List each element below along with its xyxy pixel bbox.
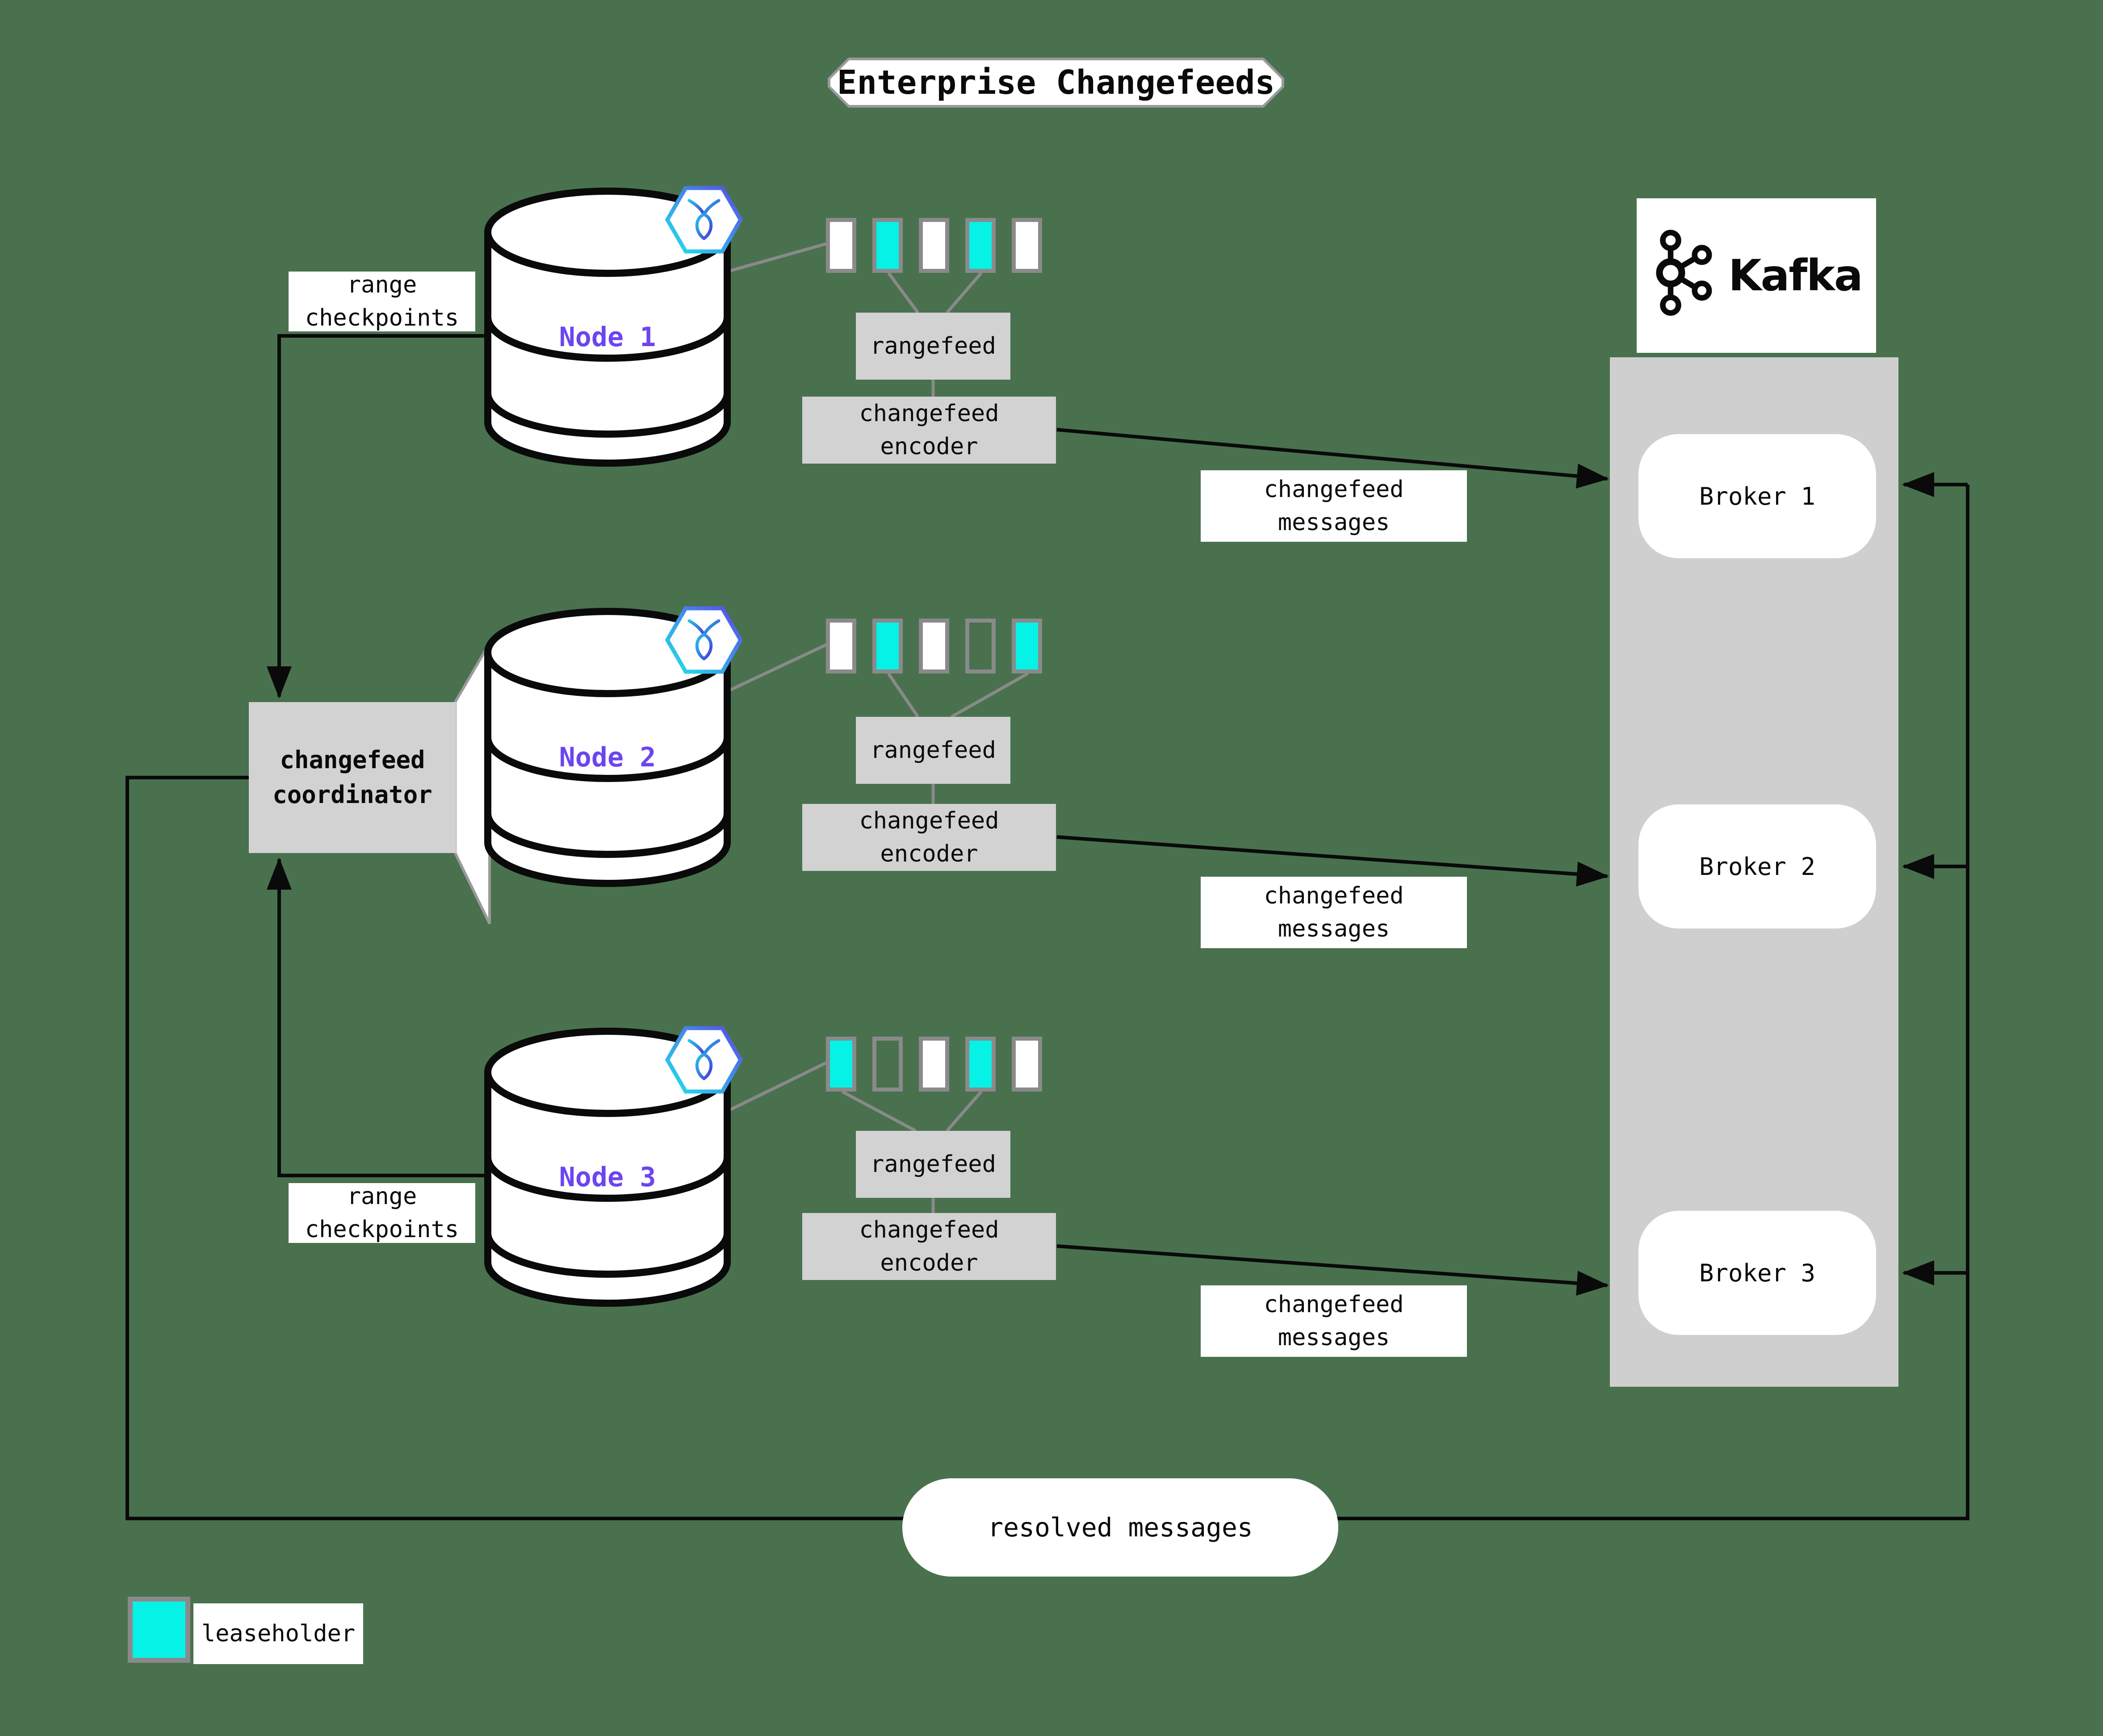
- encoder-line2: encoder: [880, 433, 978, 460]
- checkpoints-line1: range: [347, 272, 417, 298]
- kafka-logo-box: Kafka: [1637, 198, 1876, 353]
- messages-line2: messages: [1278, 1324, 1390, 1351]
- changefeed-arrow-3: [1056, 1244, 1609, 1296]
- resolved-messages-label: resolved messages: [902, 1478, 1338, 1577]
- node2-label: Node 2: [559, 742, 656, 773]
- messages-line1: changefeed: [1264, 1291, 1404, 1318]
- coordinator-line1: changefeed: [280, 746, 425, 774]
- rangefeed-box-1: rangefeed: [856, 313, 1010, 380]
- messages-line2: messages: [1278, 916, 1390, 942]
- messages-line2: messages: [1278, 509, 1390, 536]
- replica-square-leaseholder: [826, 1037, 856, 1092]
- leaseholder-legend-label: leaseholder: [193, 1603, 363, 1664]
- broker-2-box: Broker 2: [1638, 804, 1876, 929]
- broker-1-box: Broker 1: [1638, 434, 1876, 558]
- changefeed-messages-label-1: changefeed messages: [1201, 470, 1467, 542]
- node1-label: Node 1: [559, 322, 656, 353]
- messages-line1: changefeed: [1264, 883, 1404, 909]
- range-checkpoints-line-top: [267, 334, 488, 699]
- range-checkpoints-label-bottom: range checkpoints: [289, 1183, 475, 1243]
- encoder-line2: encoder: [880, 1250, 978, 1276]
- checkpoints-line2: checkpoints: [305, 305, 459, 331]
- resolved-messages-line: [126, 485, 1969, 1520]
- replica-square-white: [919, 218, 949, 273]
- diagram-title: Enterprise Changefeeds: [830, 60, 1282, 105]
- encoder-line1: changefeed: [859, 807, 999, 834]
- encoder-line1: changefeed: [859, 400, 999, 427]
- replica-square-white: [919, 1037, 949, 1092]
- coordinator-line2: coordinator: [272, 781, 432, 809]
- replica-square-white: [1012, 1037, 1042, 1092]
- node2-replica-squares: [826, 619, 1042, 673]
- encoder-line1: changefeed: [859, 1217, 999, 1243]
- changefeed-encoder-box-3: changefeed encoder: [802, 1213, 1056, 1280]
- cockroachdb-logo-icon: [667, 188, 741, 251]
- changefeed-messages-label-3: changefeed messages: [1201, 1285, 1467, 1357]
- replica-square-leaseholder: [965, 218, 996, 273]
- changefeed-coordinator-box: changefeed coordinator: [249, 702, 456, 853]
- kafka-logo-icon: [1656, 230, 1712, 316]
- replica-square-empty: [872, 1037, 903, 1092]
- node3-replica-squares: [826, 1037, 1042, 1092]
- replica-square-white: [919, 619, 949, 673]
- changefeed-encoder-box-2: changefeed encoder: [802, 804, 1056, 871]
- checkpoints-line2: checkpoints: [305, 1216, 459, 1243]
- replica-square-white: [826, 218, 856, 273]
- kafka-brand-label: Kafka: [1728, 251, 1863, 301]
- cockroachdb-logo-icon: [667, 608, 741, 672]
- replica-square-leaseholder: [1012, 619, 1042, 673]
- flow-lines: [126, 334, 1969, 1520]
- changefeed-messages-label-2: changefeed messages: [1201, 877, 1467, 948]
- replica-square-white: [826, 619, 856, 673]
- replica-square-empty: [965, 619, 996, 673]
- cockroachdb-logo-icon: [667, 1028, 741, 1092]
- range-checkpoints-label-top: range checkpoints: [289, 272, 475, 331]
- node1-replica-squares: [826, 218, 1042, 273]
- replica-square-white: [1012, 218, 1042, 273]
- replica-square-leaseholder: [872, 218, 903, 273]
- rangefeed-box-3: rangefeed: [856, 1131, 1010, 1198]
- checkpoints-line1: range: [347, 1183, 417, 1210]
- changefeed-arrow-2: [1056, 835, 1609, 887]
- diagram-title-box: Enterprise Changefeeds: [828, 58, 1284, 108]
- replica-square-leaseholder: [965, 1037, 996, 1092]
- replica-square-leaseholder: [872, 619, 903, 673]
- changefeed-arrow-1: [1056, 428, 1609, 489]
- leaseholder-legend-swatch: [128, 1597, 190, 1663]
- broker-3-box: Broker 3: [1638, 1211, 1876, 1335]
- rangefeed-box-2: rangefeed: [856, 717, 1010, 784]
- encoder-line2: encoder: [880, 841, 978, 867]
- relation-lines: [726, 242, 1029, 1213]
- range-checkpoints-line-bottom: [267, 858, 488, 1177]
- node3-label: Node 3: [559, 1162, 656, 1193]
- messages-line1: changefeed: [1264, 476, 1404, 503]
- changefeed-encoder-box-1: changefeed encoder: [802, 397, 1056, 464]
